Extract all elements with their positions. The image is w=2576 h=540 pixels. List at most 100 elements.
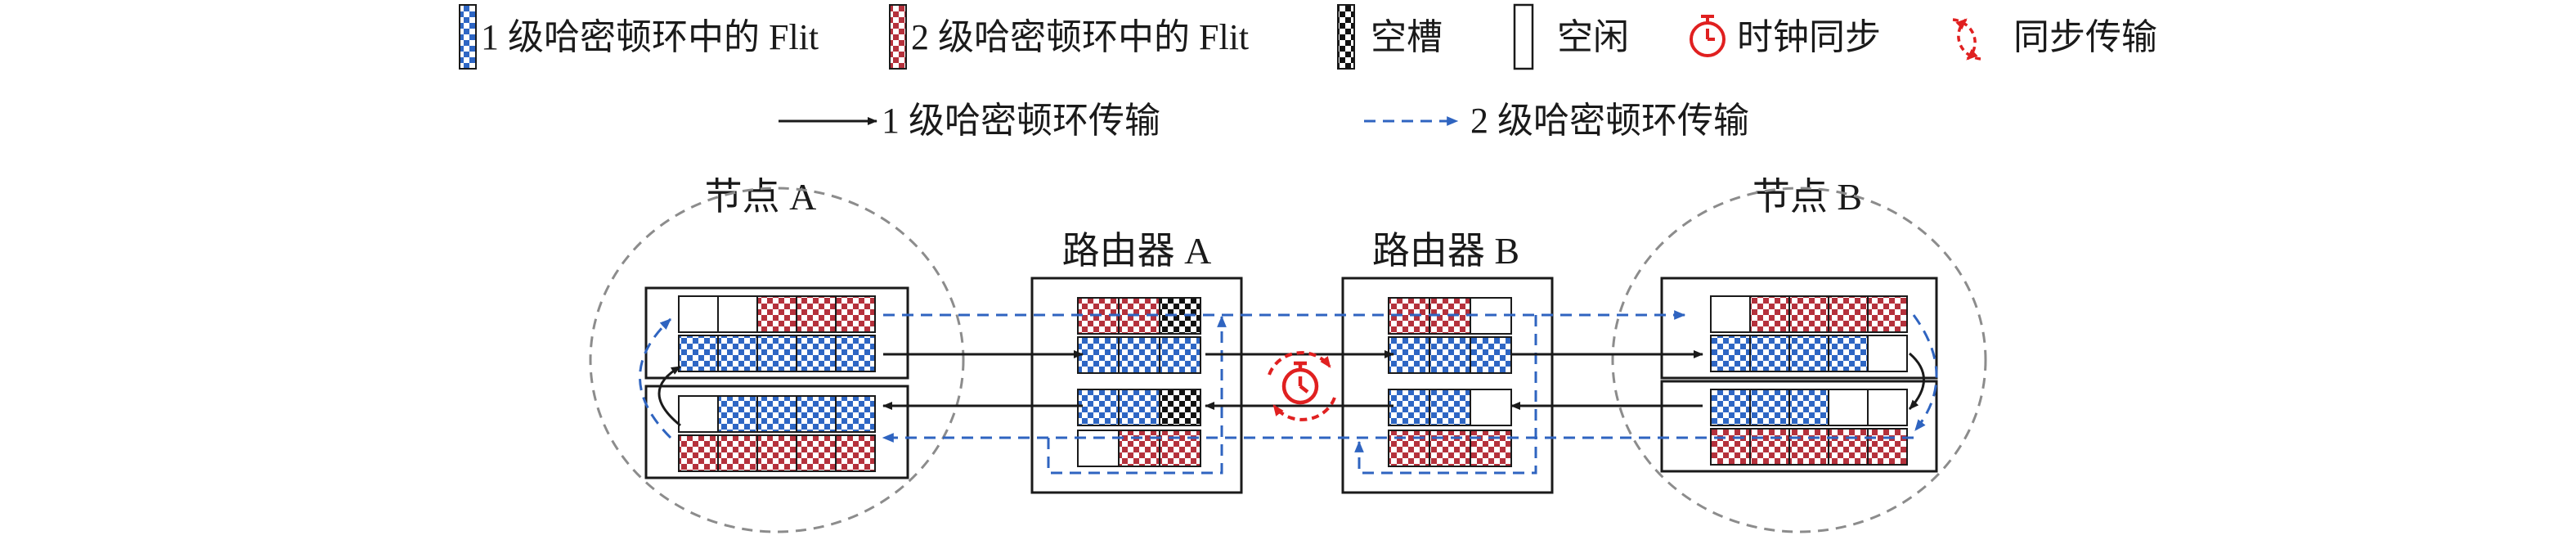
flit-cell-blue [1388, 336, 1430, 374]
flit-cell-white [1828, 389, 1869, 426]
node-b-buffer-box-upper [1660, 277, 1938, 380]
buffer-node-a-third [678, 395, 876, 433]
flit-cell-blue [1749, 389, 1790, 426]
ring1-node-a-turn [657, 365, 681, 427]
flit-cell-blue [835, 395, 876, 433]
flit-cell-red [796, 434, 837, 472]
flit-cell-red [1749, 295, 1790, 333]
legend-swatch-blue-flit [459, 4, 477, 70]
flit-cell-blue [1077, 336, 1120, 374]
flit-cell-red [1788, 295, 1829, 333]
flit-cell-blue [1118, 389, 1160, 426]
buffer-node-b-third [1710, 389, 1908, 426]
flit-cell-blue [835, 335, 876, 372]
node-b-buffer-box-lower [1660, 380, 1938, 473]
buffer-layer [678, 295, 1908, 472]
flit-cell-red [678, 434, 719, 472]
legend-label-empty-slot: 空槽 [1371, 17, 1443, 57]
flit-cell-white [678, 295, 719, 333]
flit-cell-white [678, 395, 719, 433]
flit-cell-blue [1710, 335, 1751, 372]
legend-swatch-idle [1513, 3, 1534, 70]
legend-item-ring2-transfer: 2 级哈密顿环传输 [1364, 101, 1749, 141]
sync-loop-icon-center [1268, 351, 1336, 421]
router-a-box [1030, 277, 1243, 494]
flit-cell-red [1749, 428, 1790, 466]
buffer-router-b-second [1388, 336, 1512, 374]
flit-cell-blue [1710, 389, 1751, 426]
clock-sync-symbol [1268, 351, 1336, 421]
legend-item-hamilton-2: 2 级哈密顿环中的 Flit [889, 4, 1249, 70]
ring1-node-b-turn [1908, 352, 1925, 411]
flit-cell-white [717, 295, 758, 333]
flit-cell-blue [678, 335, 719, 372]
flit-cell-white [1470, 389, 1512, 426]
sync-loop-icon [1952, 18, 1981, 61]
ring2-path-node-b-turn [1912, 314, 1938, 431]
legend-label-hamilton-2: 2 级哈密顿环中的 Flit [911, 17, 1249, 57]
buffer-node-a-bottom [678, 434, 876, 472]
buffer-router-b-top [1388, 297, 1512, 335]
flit-cell-red [1710, 428, 1751, 466]
legend: 1 级哈密顿环中的 Flit 2 级哈密顿环中的 Flit 空槽 空闲 时钟同步 [459, 3, 2157, 141]
stopwatch-icon [1690, 15, 1726, 57]
router-b-label: 路由器 B [1372, 230, 1519, 272]
flit-cell-red [1159, 430, 1201, 467]
legend-label-sync-transfer: 同步传输 [2013, 17, 2157, 57]
buffer-node-b-top [1710, 295, 1908, 333]
node-b-boundary [1611, 187, 1987, 533]
legend-label-ring2-transfer: 2 级哈密顿环传输 [1470, 101, 1749, 141]
ring2-path-node-a-turn [639, 317, 672, 439]
flit-cell-blue [1749, 335, 1790, 372]
node-a-buffer-box-upper [644, 286, 909, 380]
flit-cell-blue [1118, 336, 1160, 374]
flit-cell-red [756, 295, 797, 333]
legend-label-clock-sync: 时钟同步 [1737, 17, 1881, 57]
buffer-router-b-bottom [1388, 430, 1512, 467]
flit-cell-red [796, 295, 837, 333]
buffer-router-a-second [1077, 336, 1201, 374]
flit-cell-blue [796, 395, 837, 433]
flit-cell-blue [796, 335, 837, 372]
flit-cell-blue [1077, 389, 1120, 426]
flit-cell-blue [717, 395, 758, 433]
flit-cell-blue [1788, 389, 1829, 426]
flit-cell-red [1118, 430, 1160, 467]
legend-item-sync-transfer: 同步传输 [1952, 17, 2157, 61]
legend-item-empty-slot: 空槽 [1337, 4, 1443, 70]
legend-item-idle: 空闲 [1513, 3, 1629, 70]
legend-item-clock-sync: 时钟同步 [1690, 15, 1881, 57]
router-a-label: 路由器 A [1062, 230, 1212, 272]
flit-cell-red [1788, 428, 1829, 466]
node-a-buffer-box-lower [644, 385, 909, 479]
router-b-box [1341, 277, 1554, 494]
node-a-label: 节点 A [705, 176, 817, 218]
flit-cell-white [1077, 430, 1120, 467]
buffer-node-b-bottom [1710, 428, 1908, 466]
stopwatch-icon-center [1281, 361, 1319, 405]
flit-cell-red [1828, 428, 1869, 466]
flit-cell-white [1867, 389, 1908, 426]
buffer-node-a-top [678, 295, 876, 333]
flit-cell-red [1867, 428, 1908, 466]
legend-swatch-empty-slot [1337, 4, 1355, 70]
flit-cell-red [717, 434, 758, 472]
legend-item-ring1-transfer: 1 级哈密顿环传输 [779, 101, 1160, 141]
buffer-router-b-third [1388, 389, 1512, 426]
flit-cell-red [756, 434, 797, 472]
buffer-node-b-second [1710, 335, 1908, 372]
flit-cell-blue [1788, 335, 1829, 372]
flit-cell-white [1710, 295, 1751, 333]
ring2-path-router-a-loop [1047, 315, 1227, 475]
ring2-transfers [639, 310, 1938, 475]
legend-label-hamilton-1: 1 级哈密顿环中的 Flit [481, 17, 819, 57]
flit-cell-blue [1388, 389, 1430, 426]
flit-cell-blue [756, 395, 797, 433]
ring2-path-router-b-loop [1354, 315, 1537, 475]
flit-cell-blue [1159, 336, 1201, 374]
legend-label-ring1-transfer: 1 级哈密顿环传输 [882, 101, 1160, 141]
flit-cell-red [835, 434, 876, 472]
buffer-node-a-second [678, 335, 876, 372]
